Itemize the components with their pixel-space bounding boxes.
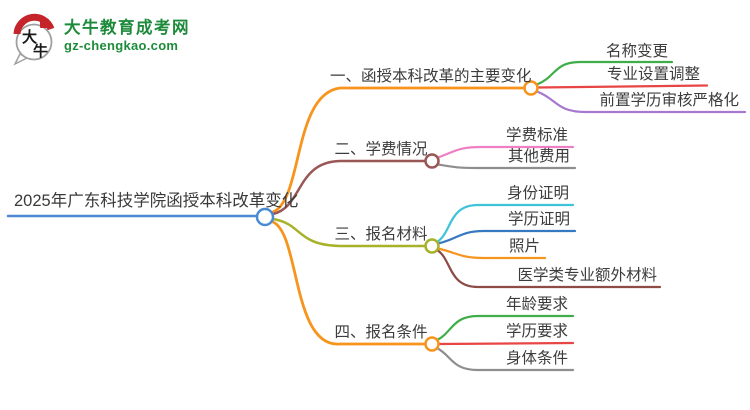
branch-3-child-3-label: 照片 [508,238,540,255]
branch-1-child-3-connector [535,90,747,114]
branch-2-child-1-label: 学费标准 [505,127,568,144]
branch-1-child-2-connector [536,84,709,89]
daniu-logo-icon: 大 牛 [13,13,55,66]
branch-3-child-1-connector [435,203,575,244]
branch-1-child-1-connector [535,60,674,86]
branch-3-child-4-connector [435,248,662,289]
branch-3-child-4-label: 医学类专业额外材料 [517,267,657,284]
branch-1-node-circle [523,80,539,96]
central-node-label: 2025年广东科技学院函授本科改革变化 [14,192,299,210]
site-logo: 大 牛 大牛教育成考网 gz-chengkao.com [12,10,232,66]
site-url: gz-chengkao.com [64,38,179,53]
svg-text:大: 大 [22,28,37,46]
branch-4-child-1-connector [435,314,575,342]
site-name: 大牛教育成考网 [64,19,190,37]
branch-1-label: 一、函授本科改革的主要变化 [330,68,532,85]
central-node-circle [255,207,275,227]
branch-3-child-2-label: 学历证明 [507,211,570,228]
branch-3-child-2-connector [436,229,577,245]
branch-1-child-3-label: 前置学历审核严格化 [599,92,739,109]
branch-3-connector [271,217,427,248]
branch-4-connector [271,220,427,346]
branch-1-connector [271,86,526,214]
branch-4-label: 四、报名条件 [334,324,428,341]
branch-2-child-2-label: 其他费用 [507,148,570,165]
branch-2-child-2-connector [436,163,577,170]
branch-4-child-3-connector [435,346,575,372]
svg-text:牛: 牛 [33,42,48,60]
branch-2-connector [271,159,427,216]
branch-2-label: 二、学费情况 [334,141,428,158]
branch-2-node-circle [424,153,440,169]
branch-3-label: 三、报名材料 [334,226,428,243]
branch-4-child-1-label: 年龄要求 [505,296,568,313]
branch-1-child-2-label: 专业设置调整 [606,66,700,83]
branch-3-child-3-connector [436,247,547,260]
branch-4-child-2-label: 学历要求 [505,323,568,340]
branch-4-node-circle [424,336,440,352]
branch-4-child-2-connector [436,341,575,346]
branch-3-child-1-label: 身份证明 [506,185,569,202]
branch-1-child-1-label: 名称变更 [605,43,668,60]
branch-3-node-circle [424,238,440,254]
branch-2-child-1-connector [436,145,575,159]
branch-4-child-3-label: 身体条件 [505,350,568,367]
